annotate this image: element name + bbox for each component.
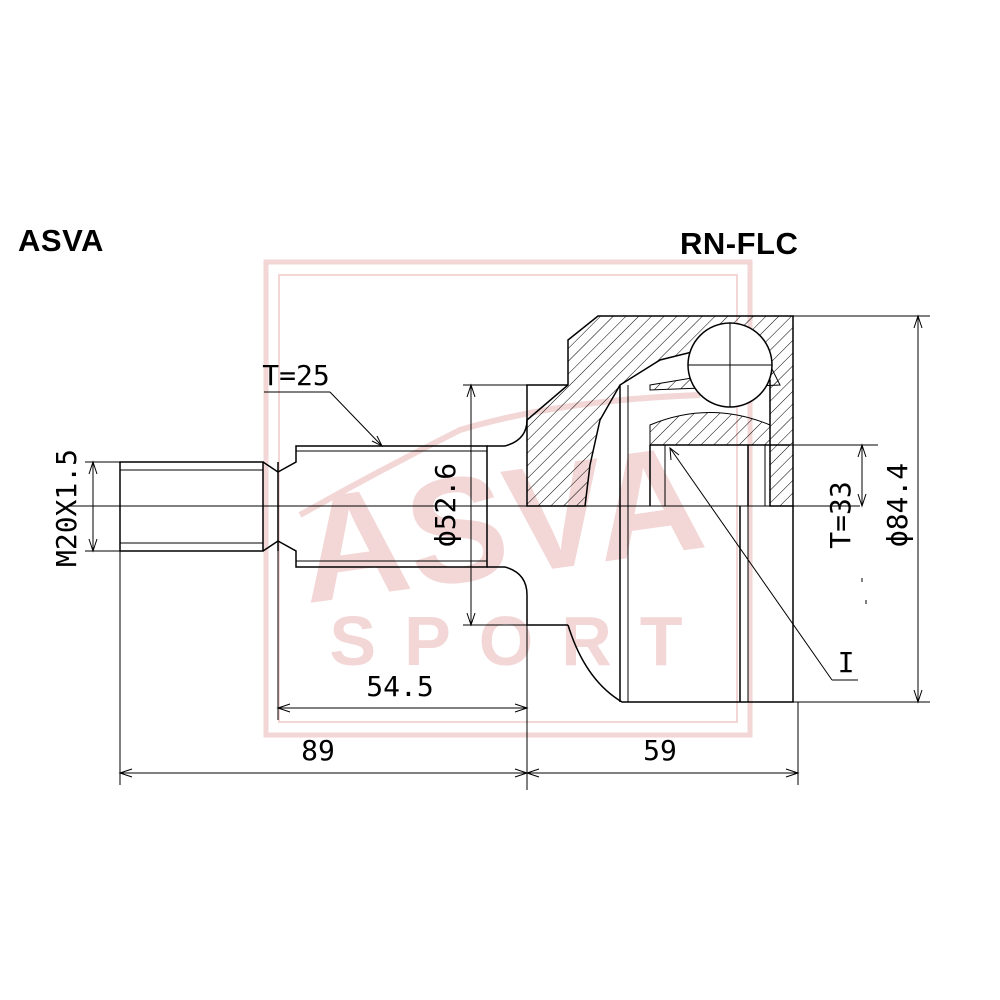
dim-thread-label: M20X1.5: [50, 449, 83, 567]
watermark-swoosh: [298, 392, 701, 518]
dim-callout: [669, 446, 858, 681]
dim-spline-left: [264, 391, 384, 448]
brand-name: ASVA: [18, 223, 104, 258]
dim-right-length-label: 59: [643, 734, 677, 767]
part-number: RN-FLC: [680, 226, 799, 261]
dim-left-length-label: 89: [301, 734, 335, 767]
dim-spline-right-label: T=33: [824, 481, 857, 548]
watermark-logo: [263, 259, 753, 738]
watermark-frame: [263, 259, 753, 738]
splined-shaft: [277, 445, 505, 568]
dim-seal-diameter: [463, 383, 527, 627]
dim-callout-label: I: [838, 646, 855, 679]
dim-spline-right: [770, 443, 878, 508]
dim-overall-lengths: [118, 551, 800, 785]
watermark-inner-frame: [278, 274, 738, 723]
dim-outer-diameter: [793, 314, 930, 704]
dim-shaft-length-label: 54.5: [366, 670, 433, 703]
dim-outer-diameter-label: ϕ84.4: [881, 463, 914, 547]
neck-bottom: [504, 566, 568, 626]
dim-spline-left-label: T=25: [262, 359, 329, 392]
dim-thread: [85, 460, 120, 553]
dim-seal-diameter-label: ϕ52.6: [429, 463, 462, 547]
threaded-stub: [119, 461, 279, 552]
dim-shaft-length: [276, 551, 529, 790]
housing-lower-outline: [567, 506, 794, 703]
watermark-sub-text: SPORT: [329, 602, 710, 680]
shaft-outline: [277, 445, 488, 568]
thread-body: [119, 461, 264, 552]
edge-marks: [861, 578, 867, 604]
outer-housing-exterior: [567, 385, 794, 703]
cage-hatch-bottom: [649, 412, 771, 446]
outer-housing-section: [526, 315, 794, 507]
